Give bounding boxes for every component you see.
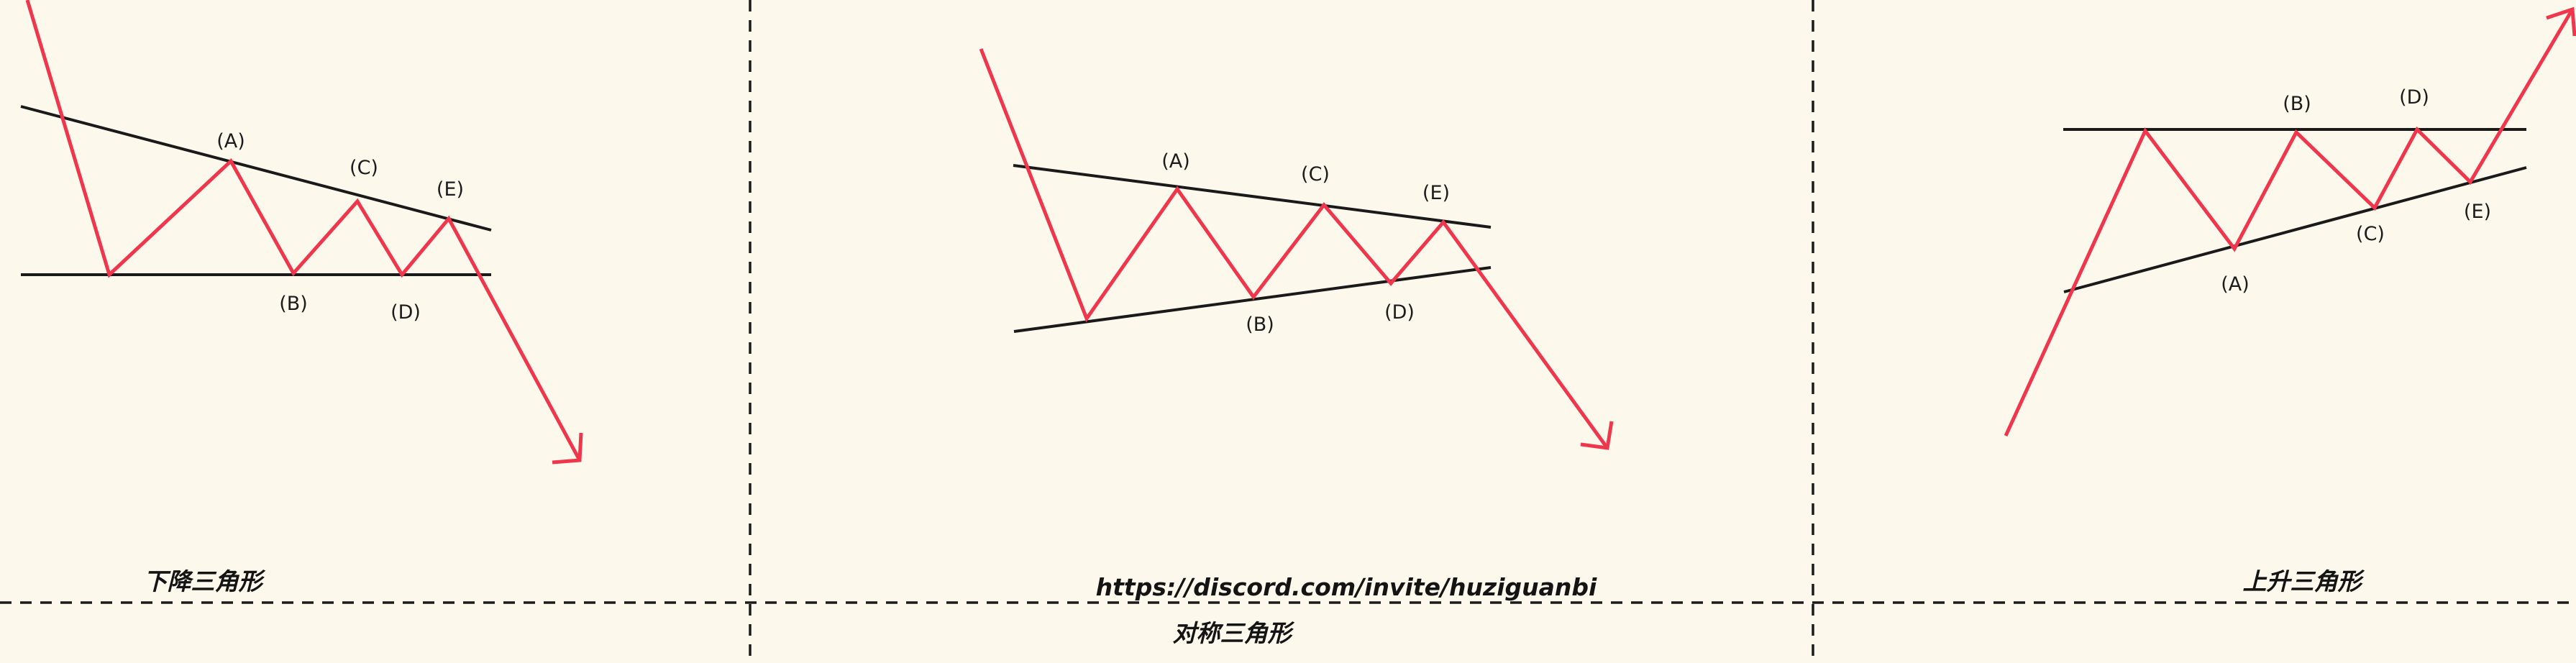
wave-label-c: (C) (350, 157, 378, 179)
wave-label-e: (E) (1422, 182, 1450, 204)
caption-descending: 下降三角形 (144, 567, 266, 595)
wave-label-b: (B) (2283, 93, 2311, 115)
arrow-head (552, 432, 583, 465)
price-path (979, 48, 1609, 449)
panel-descending-triangle: (A) (B) (C) (D) (E) 下降三角形 (20, 0, 583, 595)
caption-ascending: 上升三角形 (2243, 567, 2365, 595)
price-path (25, 0, 582, 462)
price-path (2004, 8, 2575, 437)
wave-label-c: (C) (2356, 223, 2385, 245)
lower-trend-line (1013, 266, 1492, 333)
resistance-line (20, 105, 492, 232)
wave-label-e: (E) (2464, 201, 2491, 223)
wave-label-a: (A) (1161, 150, 1190, 173)
arrow-head (2546, 6, 2576, 37)
wave-label-b: (B) (279, 293, 308, 315)
watermark-url: https://discord.com/invite/huziguanbi (1096, 573, 1597, 601)
wave-label-a: (A) (2221, 273, 2250, 296)
wave-label-e: (E) (437, 178, 464, 201)
panel-symmetrical-triangle: (A) (B) (C) (D) (E) https://discord.com/… (979, 48, 1614, 647)
wave-label-a: (A) (216, 130, 245, 152)
arrow-head (1580, 421, 1614, 450)
caption-symmetrical: 对称三角形 (1173, 619, 1295, 647)
panel-ascending-triangle: (A) (B) (C) (D) (E) 上升三角形 (2004, 6, 2576, 595)
wave-label-d: (D) (1384, 301, 1415, 324)
wave-label-d: (D) (390, 301, 421, 324)
wave-label-d: (D) (2399, 86, 2429, 109)
wave-label-c: (C) (1301, 163, 1330, 186)
wave-label-b: (B) (1246, 314, 1274, 336)
support-line (2063, 166, 2527, 293)
upper-trend-line (1013, 164, 1492, 229)
